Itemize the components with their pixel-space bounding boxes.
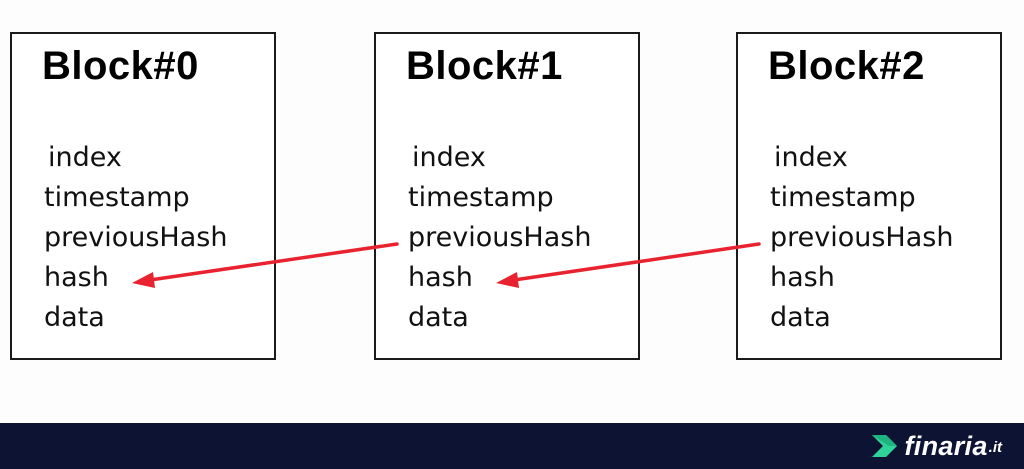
field-index: index (48, 142, 122, 173)
field-previous-hash: previousHash (44, 222, 228, 253)
field-index: index (412, 142, 486, 173)
field-hash: hash (770, 262, 835, 293)
logo-brand-text: finaria (904, 431, 988, 461)
field-timestamp: timestamp (44, 182, 190, 213)
field-timestamp: timestamp (408, 182, 554, 213)
footer-bar: finaria .it (0, 423, 1024, 469)
block-title: Block#2 (768, 44, 925, 88)
field-previous-hash: previousHash (770, 222, 954, 253)
field-hash: hash (408, 262, 473, 293)
block-1: Block#1 index timestamp previousHash has… (374, 32, 640, 360)
field-index: index (774, 142, 848, 173)
field-previous-hash: previousHash (408, 222, 592, 253)
blockchain-diagram: Block#0 index timestamp previousHash has… (10, 32, 1002, 360)
logo-brand-suffix: .it (988, 439, 1002, 456)
block-0: Block#0 index timestamp previousHash has… (10, 32, 276, 360)
block-2: Block#2 index timestamp previousHash has… (736, 32, 1002, 360)
field-timestamp: timestamp (770, 182, 916, 213)
finaria-logo-icon (871, 435, 897, 457)
field-hash: hash (44, 262, 109, 293)
block-title: Block#1 (406, 44, 563, 88)
field-data: data (770, 302, 831, 333)
field-data: data (44, 302, 105, 333)
block-title: Block#0 (42, 44, 199, 88)
finaria-logo[interactable]: finaria .it (869, 431, 1002, 461)
field-data: data (408, 302, 469, 333)
